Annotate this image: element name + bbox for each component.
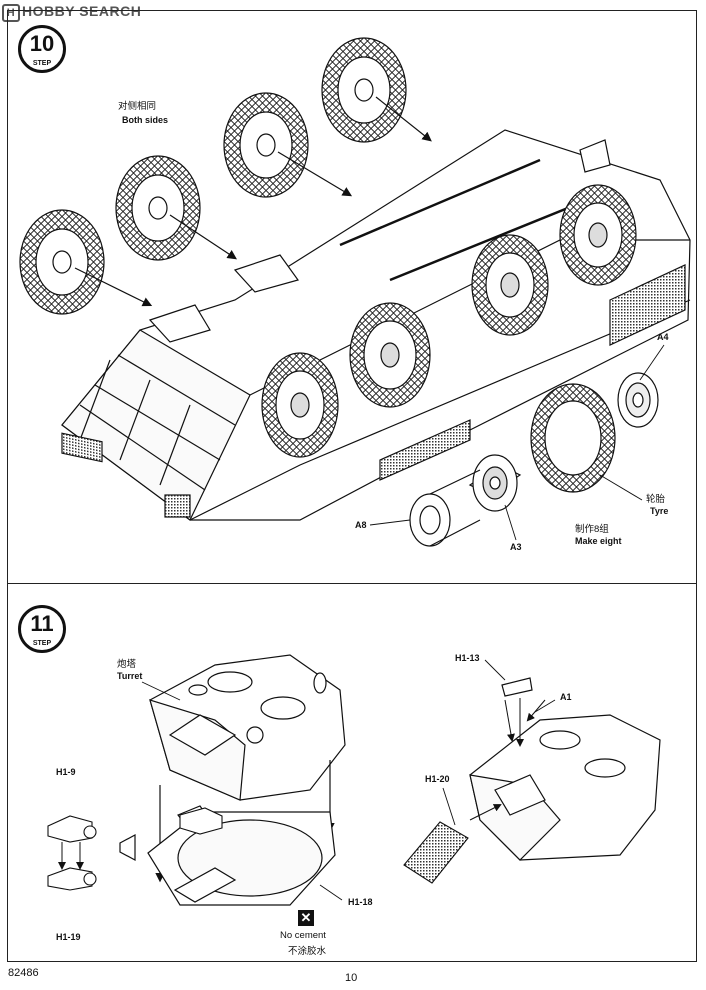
mantlet-arrows (58, 842, 84, 870)
part-h1-18-label: H1-18 (348, 897, 373, 907)
part-h1-13-label: H1-13 (455, 653, 480, 663)
turret-cn: 炮塔 (117, 659, 137, 670)
step-10-number: 10 (29, 31, 55, 56)
both-sides-cn: 对侧相同 (118, 101, 157, 112)
turret-en: Turret (117, 671, 143, 681)
step-11-number: 11 (30, 611, 54, 636)
make-eight-cn: 制作8组 (575, 524, 609, 535)
turret-top-drawing (149, 654, 346, 801)
assembled-turret-drawing (469, 677, 661, 861)
turret-bottom-drawing (147, 805, 336, 906)
mesh-screen-drawing (403, 821, 469, 884)
part-a1-label: A1 (560, 692, 572, 702)
step-10-badge: 10 STEP (18, 25, 66, 73)
exploded-wheel (409, 372, 659, 547)
no-cement-cn: 不涂胶水 (288, 946, 327, 957)
part-h1-19-label: H1-19 (56, 932, 81, 942)
step-11-badge: 11 STEP (18, 605, 66, 653)
part-h1-9-label: H1-9 (56, 767, 76, 777)
logo-text: HOBBY SEARCH (22, 3, 142, 19)
no-cement-en: No cement (280, 930, 326, 941)
mantlet-parts (47, 807, 223, 891)
right-arrows (469, 698, 546, 821)
tyre-cn: 轮胎 (646, 494, 666, 505)
page-number: 10 (345, 972, 358, 984)
instruction-frame (7, 10, 697, 962)
part-a3-label: A3 (510, 542, 522, 552)
loose-wheels (19, 37, 407, 315)
make-eight-en: Make eight (575, 536, 622, 546)
step11-callouts (141, 659, 556, 901)
callout-lines (369, 344, 665, 541)
mounted-wheels (261, 184, 637, 458)
part-h1-20-label: H1-20 (425, 774, 450, 784)
kit-number: 82486 (8, 967, 39, 979)
no-cement-icon: ✕ (298, 910, 314, 926)
part-a8-label: A8 (355, 520, 367, 530)
step-10-word: STEP (32, 60, 52, 67)
wheel-arrows (74, 96, 432, 307)
step-11-word: STEP (32, 640, 52, 647)
tyre-en: Tyre (650, 506, 669, 516)
step-divider (7, 583, 697, 584)
part-a4-label: A4 (657, 332, 669, 342)
both-sides-en: Both sides (122, 115, 169, 125)
logo-h-icon: H (2, 4, 20, 22)
assembly-arrow-icon (119, 834, 136, 861)
